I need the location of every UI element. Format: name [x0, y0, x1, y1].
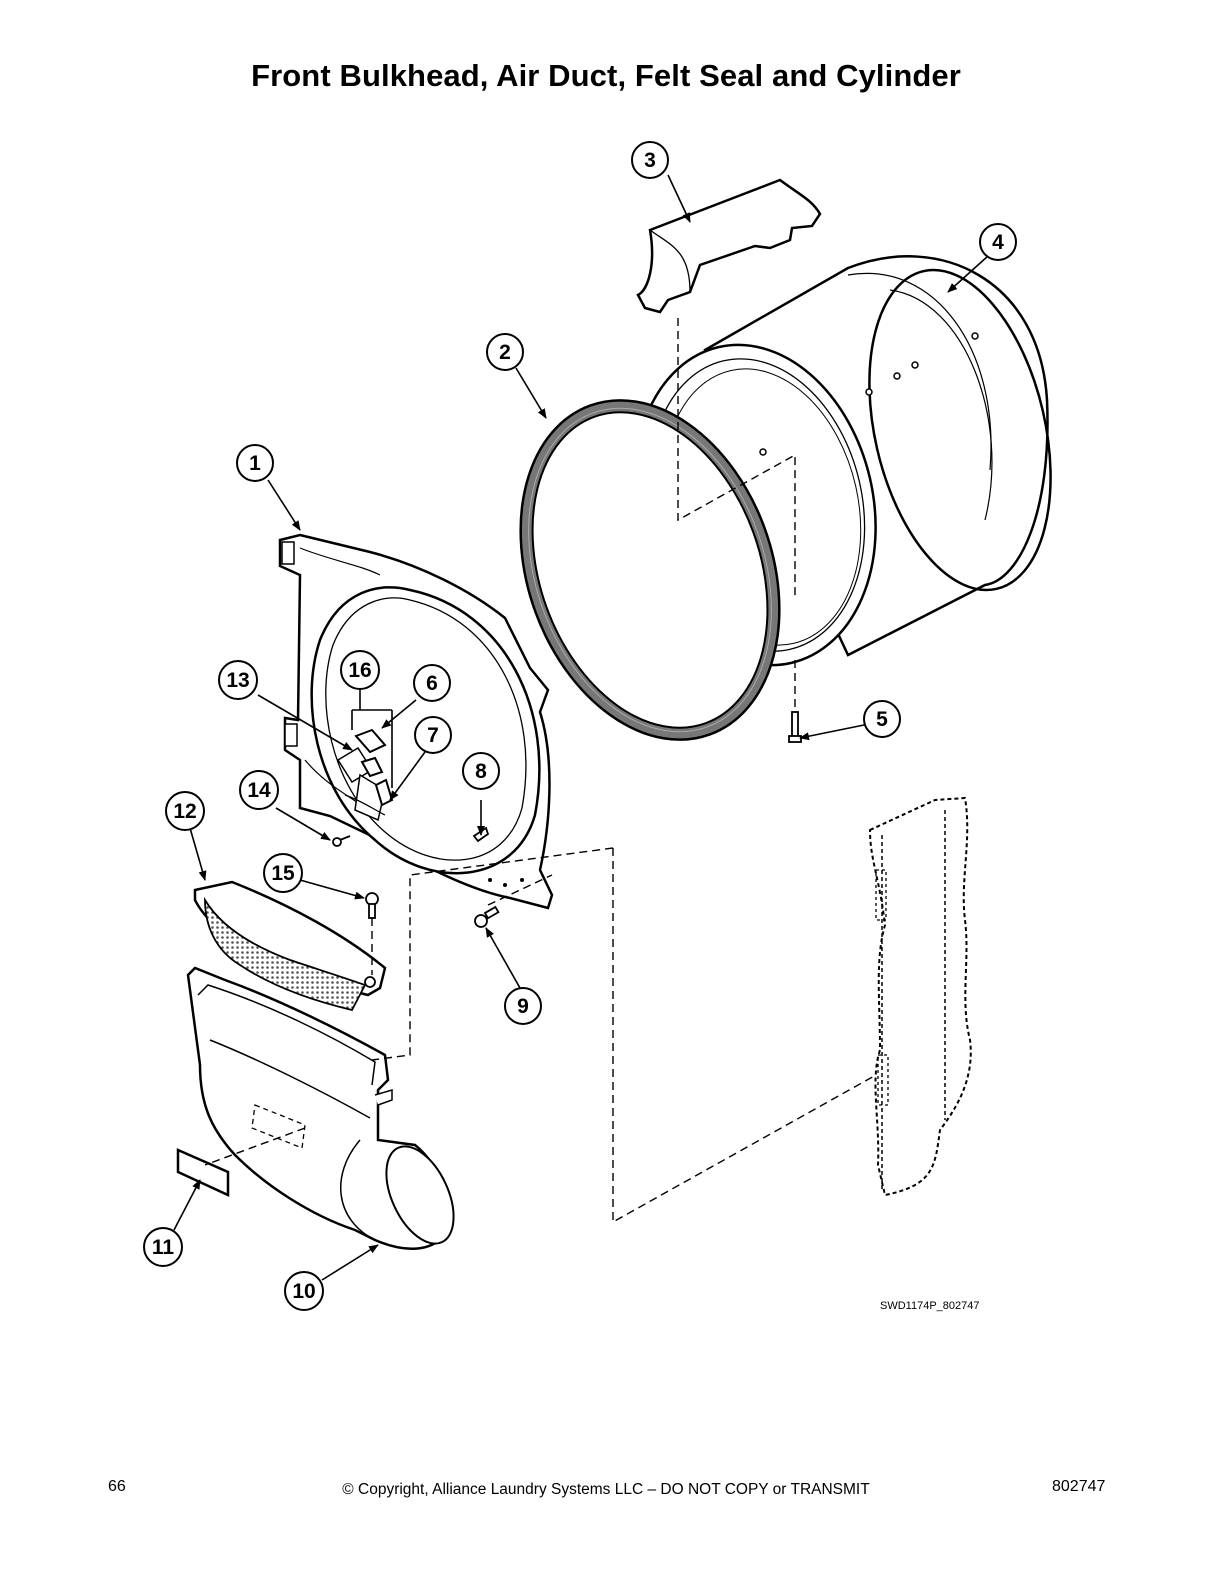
screw-part-5 — [788, 711, 802, 743]
callout-2: 2 — [486, 333, 524, 371]
duct-label — [176, 1148, 230, 1197]
callout-16: 16 — [340, 650, 380, 690]
assembly-lines — [204, 318, 877, 1224]
svg-text:3: 3 — [644, 149, 656, 172]
callout-3: 3 — [631, 141, 669, 179]
svg-text:10: 10 — [292, 1280, 315, 1303]
svg-text:15: 15 — [271, 862, 295, 885]
svg-text:2: 2 — [499, 341, 511, 364]
callout-8: 8 — [462, 752, 500, 790]
dashed-reference-panel — [868, 796, 972, 1197]
baffle — [636, 178, 822, 314]
svg-text:5: 5 — [876, 708, 888, 731]
front-bulkhead — [278, 533, 554, 910]
callout-5: 5 — [863, 700, 901, 738]
page-title: Front Bulkhead, Air Duct, Felt Seal and … — [251, 58, 961, 93]
screw-part-14 — [332, 835, 351, 847]
svg-text:1: 1 — [249, 452, 261, 475]
svg-text:13: 13 — [226, 669, 249, 692]
callout-11: 11 — [143, 1227, 183, 1267]
callout-4: 4 — [979, 223, 1017, 261]
callout-bubbles: 1 2 3 4 5 6 7 8 9 10 11 12 13 14 15 16 — [143, 141, 1017, 1311]
callout-9: 9 — [504, 987, 542, 1025]
callout-10: 10 — [284, 1271, 324, 1311]
svg-text:14: 14 — [247, 779, 271, 802]
callout-15: 15 — [263, 853, 303, 893]
svg-text:8: 8 — [475, 760, 487, 783]
svg-text:6: 6 — [426, 672, 438, 695]
callout-7: 7 — [414, 716, 452, 754]
felt-seal — [519, 399, 781, 741]
screw-part-9 — [474, 905, 500, 928]
drawing-id: SWD1174P_802747 — [880, 1300, 980, 1312]
callout-1: 1 — [236, 444, 274, 482]
air-duct — [186, 966, 455, 1250]
screw-part-15 — [365, 892, 379, 919]
lint-screen — [193, 880, 387, 1012]
callout-12: 12 — [165, 791, 205, 831]
page-number: 66 — [108, 1478, 126, 1495]
callout-13: 13 — [218, 660, 258, 700]
callout-6: 6 — [413, 664, 451, 702]
callout-leaders — [173, 174, 989, 1281]
svg-text:9: 9 — [517, 995, 529, 1018]
svg-text:7: 7 — [427, 724, 439, 747]
copyright-notice: © Copyright, Alliance Laundry Systems LL… — [342, 1481, 870, 1498]
thermistor-clip — [354, 728, 394, 807]
svg-text:11: 11 — [152, 1236, 175, 1259]
callout-14: 14 — [239, 770, 279, 810]
document-number: 802747 — [1052, 1478, 1106, 1495]
svg-text:12: 12 — [173, 800, 196, 823]
svg-text:4: 4 — [992, 231, 1004, 254]
svg-text:16: 16 — [348, 659, 371, 682]
